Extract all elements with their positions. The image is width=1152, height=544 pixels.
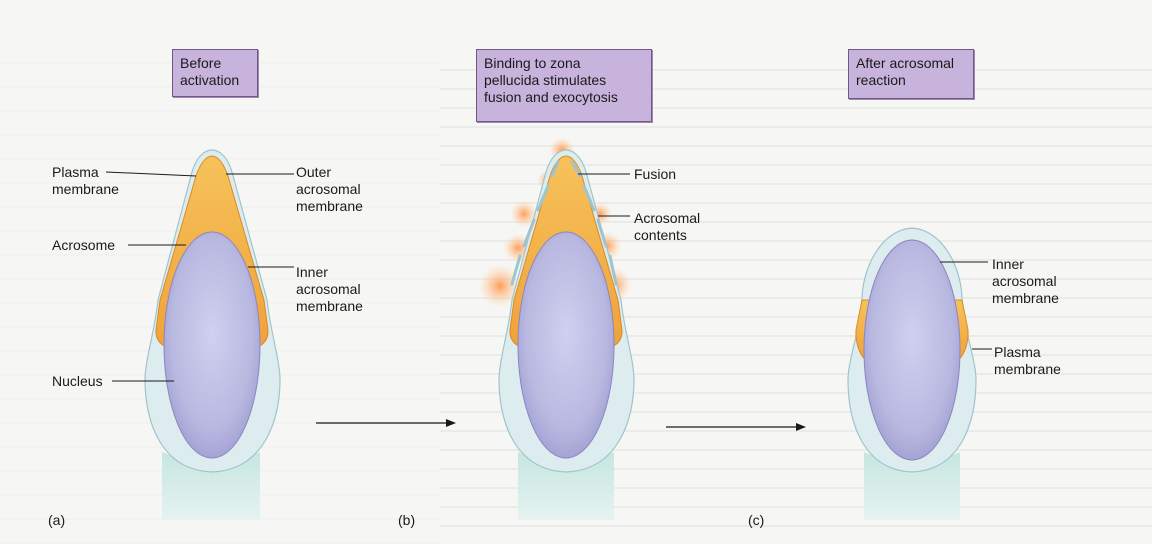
sperm-head-b <box>478 137 635 520</box>
label-fusion: Fusion <box>634 166 677 182</box>
label-acrosome: Acrosome <box>52 237 116 253</box>
stage-box-binding: Binding to zona pellucida stimulates fus… <box>476 49 652 122</box>
tail-c <box>864 452 960 520</box>
stage-box-before-activation: Before activation <box>172 49 258 97</box>
panel-label-b: (b) <box>398 512 416 528</box>
label-plasma-membrane-c: Plasma membrane <box>994 344 1061 377</box>
label-inner-acrosomal-membrane-c: Inner acrosomal membrane <box>992 256 1059 306</box>
arrow-a-to-b <box>316 419 456 427</box>
sperm-head-c <box>847 227 977 520</box>
nucleus-a <box>163 231 261 459</box>
label-outer-acrosomal-membrane: Outer acrosomal membrane <box>296 164 363 214</box>
panel-label-a: (a) <box>48 512 66 528</box>
label-acrosomal-contents: Acrosomal contents <box>634 210 701 243</box>
nucleus-b <box>517 231 615 459</box>
label-nucleus: Nucleus <box>52 373 103 389</box>
tail-b <box>518 452 614 520</box>
sperm-head-a <box>144 149 281 520</box>
panel-label-c: (c) <box>748 512 765 528</box>
label-inner-acrosomal-membrane-a: Inner acrosomal membrane <box>296 264 363 314</box>
label-plasma-membrane-a: Plasma membrane <box>52 164 119 197</box>
arrow-b-to-c <box>666 423 806 431</box>
membrane-segments-b <box>510 160 618 286</box>
tail-a <box>162 452 260 520</box>
stage-box-after-reaction: After acrosomal reaction <box>848 49 974 99</box>
leader-lines <box>105 171 992 382</box>
nucleus-c <box>863 239 961 461</box>
